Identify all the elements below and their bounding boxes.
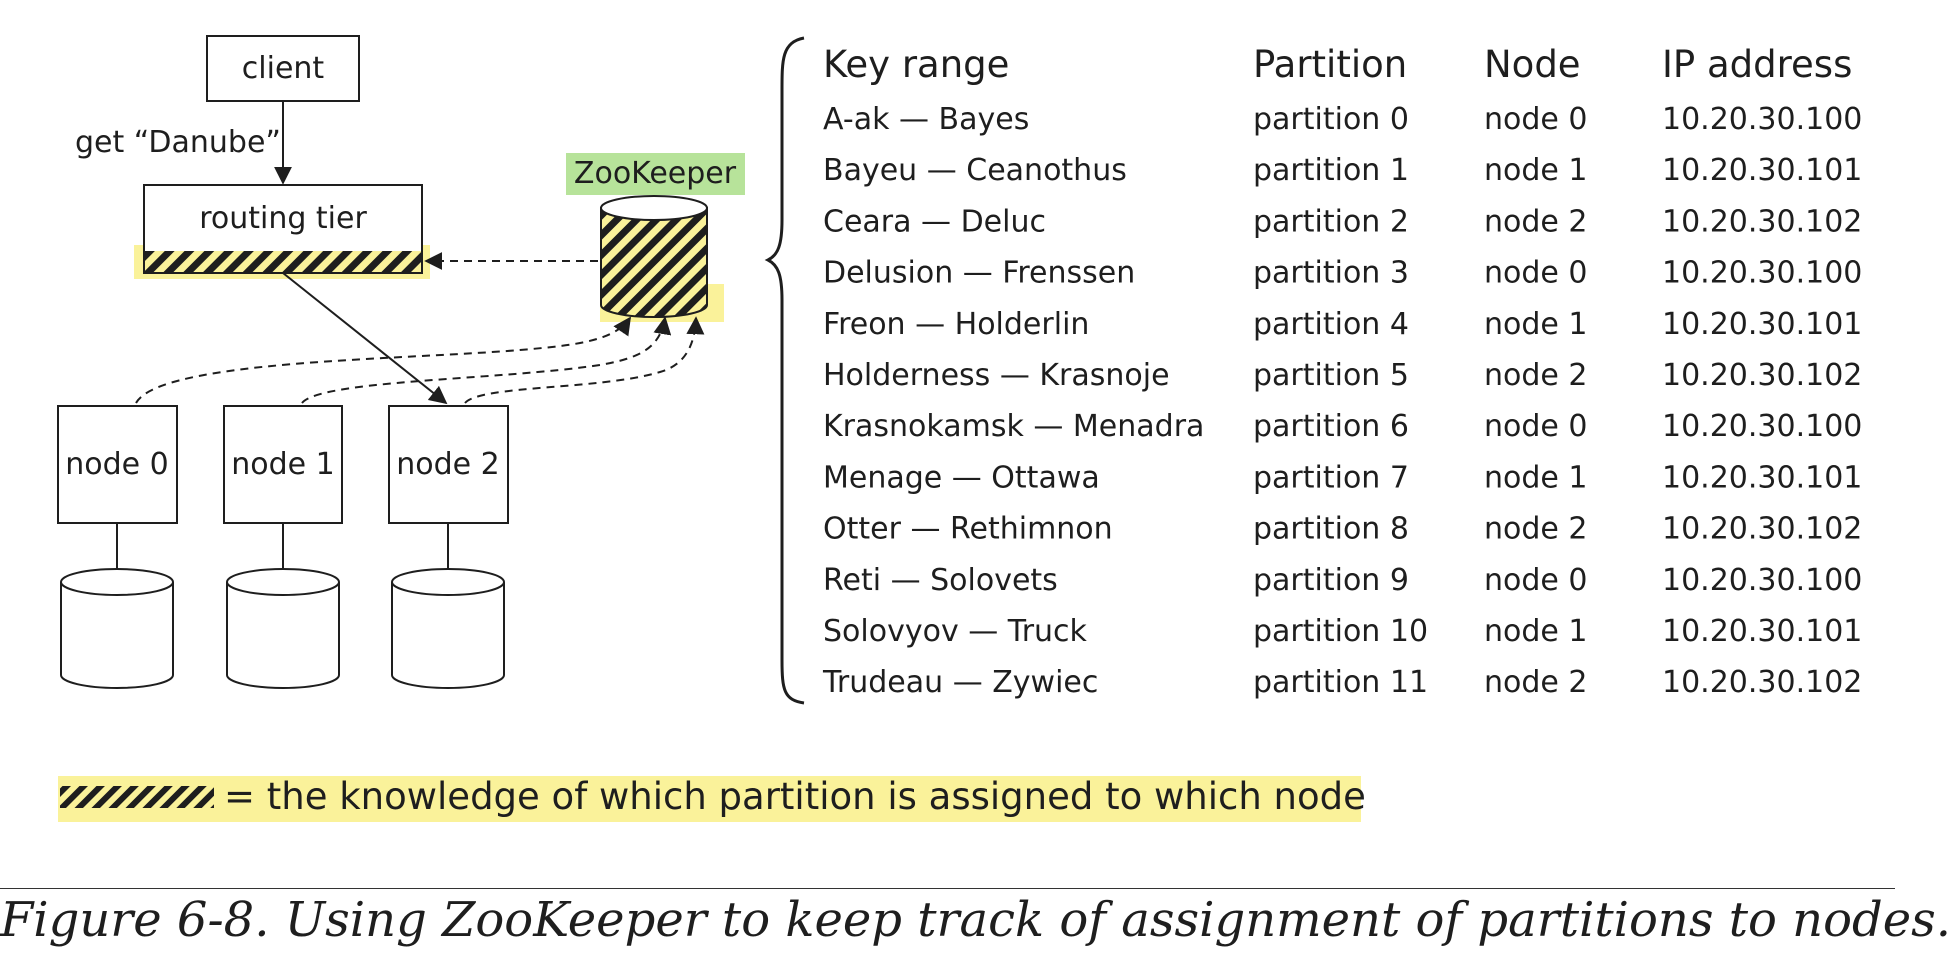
node1-to-zookeeper-arrow [301, 316, 672, 404]
cell-partition: partition 8 [1253, 512, 1409, 547]
header-partition: Partition [1253, 43, 1407, 86]
request-label: get “Danube” [75, 125, 281, 160]
cell-key-range: Bayeu — Ceanothus [823, 153, 1127, 188]
cell-node: node 0 [1484, 563, 1588, 598]
table-rows: A-ak — Bayes partition 0 node 0 10.20.30.10… [822, 102, 1862, 700]
zookeeper-label: ZooKeeper [574, 156, 737, 191]
zookeeper: ZooKeeper [566, 153, 745, 322]
header-ip-address: IP address [1662, 43, 1852, 86]
cell-key-range: Reti — Solovets [823, 563, 1058, 598]
node-1-label: node 1 [231, 447, 335, 482]
table-row: Ceara — Deluc partition 2 node 2 10.20.30.1… [823, 204, 1862, 239]
cell-key-range: Freon — Holderlin [823, 307, 1089, 342]
cell-node: node 2 [1484, 204, 1588, 239]
cell-ip-address: 10.20.30.101 [1662, 614, 1862, 649]
cell-key-range: Solovyov — Truck [823, 614, 1088, 649]
node2-to-zookeeper-arrow [464, 316, 705, 404]
table-row: Delusion — Frenssen partition 3 node 0 10.2… [823, 256, 1862, 291]
node-2-database-icon [391, 568, 505, 689]
cell-ip-address: 10.20.30.102 [1662, 665, 1862, 700]
cell-key-range: Holderness — Krasnoje [823, 358, 1170, 393]
cell-partition: partition 0 [1253, 102, 1409, 137]
node0-to-zookeeper-arrow [135, 316, 632, 404]
cell-ip-address: 10.20.30.100 [1662, 102, 1862, 137]
cell-node: node 2 [1484, 665, 1588, 700]
table-row: Menage — Ottawa partition 7 node 1 10.20.30… [823, 460, 1862, 495]
table-row: Freon — Holderlin partition 4 node 1 10.20.… [823, 307, 1862, 342]
partition-routing-diagram: client get “Danube” routing tier ZooKeep… [57, 35, 1862, 822]
cell-ip-address: 10.20.30.102 [1662, 204, 1862, 239]
routing-tier-box: routing tier [134, 184, 430, 279]
legend-text: = the knowledge of which partition is as… [224, 775, 1366, 818]
cell-key-range: Krasnokamsk — Menadra [823, 409, 1204, 444]
table-row: Holderness — Krasnoje partition 5 node 2 10… [823, 358, 1862, 393]
cell-ip-address: 10.20.30.101 [1662, 460, 1862, 495]
cell-ip-address: 10.20.30.102 [1662, 358, 1862, 393]
cell-ip-address: 10.20.30.100 [1662, 409, 1862, 444]
legend-stripes-swatch [60, 786, 214, 808]
cell-partition: partition 9 [1253, 563, 1409, 598]
table-row: Otter — Rethimnon partition 8 node 2 10.20.… [823, 512, 1862, 547]
node-0: node 0 [57, 405, 178, 689]
node-0-database-icon [60, 568, 174, 689]
routing-tier-knowledge-stripes [145, 251, 421, 272]
cell-partition: partition 1 [1253, 153, 1409, 188]
cell-partition: partition 3 [1253, 256, 1409, 291]
legend-highlight [58, 776, 1361, 822]
table-row: Reti — Solovets partition 9 node 0 10.20.30… [823, 563, 1862, 598]
cell-key-range: Delusion — Frenssen [823, 256, 1135, 291]
cell-node: node 1 [1484, 460, 1588, 495]
cell-ip-address: 10.20.30.101 [1662, 307, 1862, 342]
cell-partition: partition 5 [1253, 358, 1409, 393]
table-header-row: Key range Partition Node IP address [823, 43, 1852, 86]
table-row: Bayeu — Ceanothus partition 1 node 1 10.20.… [823, 153, 1862, 188]
cell-partition: partition 2 [1253, 204, 1409, 239]
node-2: node 2 [388, 405, 509, 689]
table-row: A-ak — Bayes partition 0 node 0 10.20.30.10… [823, 102, 1862, 137]
client-label: client [242, 51, 325, 86]
partition-table: Key range Partition Node IP address A-ak… [822, 43, 1862, 700]
legend: = the knowledge of which partition is as… [58, 775, 1366, 822]
cell-key-range: Menage — Ottawa [823, 460, 1100, 495]
node-0-label: node 0 [65, 447, 169, 482]
table-row: Solovyov — Truck partition 10 node 1 10.20.… [823, 614, 1862, 649]
cell-partition: partition 6 [1253, 409, 1409, 444]
routing-tier-label: routing tier [199, 201, 367, 236]
table-brace [764, 36, 805, 705]
cell-key-range: Ceara — Deluc [823, 204, 1046, 239]
cell-node: node 1 [1484, 307, 1588, 342]
node-1-database-icon [226, 568, 340, 689]
cell-key-range: A-ak — Bayes [823, 102, 1029, 137]
cell-node: node 2 [1484, 358, 1588, 393]
cell-key-range: Trudeau — Zywiec [822, 665, 1098, 700]
node-2-label: node 2 [396, 447, 500, 482]
zookeeper-label-highlight [566, 153, 745, 195]
cell-partition: partition 7 [1253, 460, 1409, 495]
figure-caption: Figure 6-8. Using ZooKeeper to keep trac… [0, 892, 1951, 948]
cell-ip-address: 10.20.30.100 [1662, 563, 1862, 598]
cell-node: node 1 [1484, 614, 1588, 649]
cell-node: node 1 [1484, 153, 1588, 188]
cell-partition: partition 10 [1253, 614, 1428, 649]
header-node: Node [1484, 43, 1581, 86]
cell-partition: partition 11 [1253, 665, 1428, 700]
header-key-range: Key range [823, 43, 1009, 86]
cell-node: node 0 [1484, 102, 1588, 137]
cell-ip-address: 10.20.30.101 [1662, 153, 1862, 188]
cell-node: node 0 [1484, 409, 1588, 444]
caption-divider [0, 888, 1895, 889]
cell-node: node 2 [1484, 512, 1588, 547]
cell-key-range: Otter — Rethimnon [823, 512, 1113, 547]
routing-to-node2-arrow [282, 272, 448, 405]
client-box: client [206, 35, 360, 102]
cell-partition: partition 4 [1253, 307, 1409, 342]
cell-ip-address: 10.20.30.102 [1662, 512, 1862, 547]
cell-ip-address: 10.20.30.100 [1662, 256, 1862, 291]
zookeeper-database-icon [600, 195, 708, 318]
table-row: Trudeau — Zywiec partition 11 node 2 10.20.… [822, 665, 1862, 700]
node-1: node 1 [223, 405, 343, 689]
cell-node: node 0 [1484, 256, 1588, 291]
table-row: Krasnokamsk — Menadra partition 6 node 0 10… [823, 409, 1862, 444]
